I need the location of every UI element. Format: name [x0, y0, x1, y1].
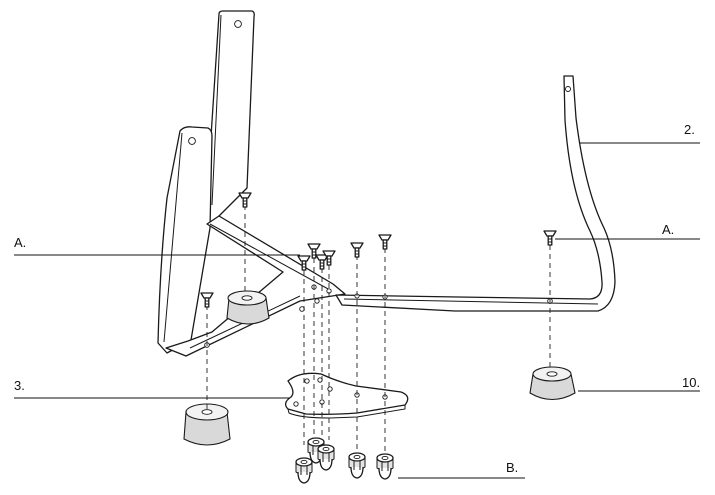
callout-foot: 10. — [682, 375, 700, 390]
rubber-foot-right — [529, 366, 576, 401]
callout-plate: 3. — [14, 378, 25, 393]
rubber-foot-rear — [226, 290, 270, 325]
left-rear-upright — [206, 10, 255, 244]
alignment-lines — [206, 205, 551, 452]
leader-lines — [14, 142, 700, 479]
mounting-plate-part-3 — [284, 372, 409, 419]
left-front-upright — [157, 126, 213, 354]
rubber-foot-front — [183, 403, 231, 446]
callout-screw-left: A. — [14, 235, 26, 250]
callout-part-2: 2. — [684, 122, 695, 137]
cap-nut-icon — [295, 437, 394, 484]
callout-screw-right: A. — [662, 222, 674, 237]
callout-nuts: B. — [506, 460, 518, 475]
right-arm-part-2 — [335, 75, 616, 312]
